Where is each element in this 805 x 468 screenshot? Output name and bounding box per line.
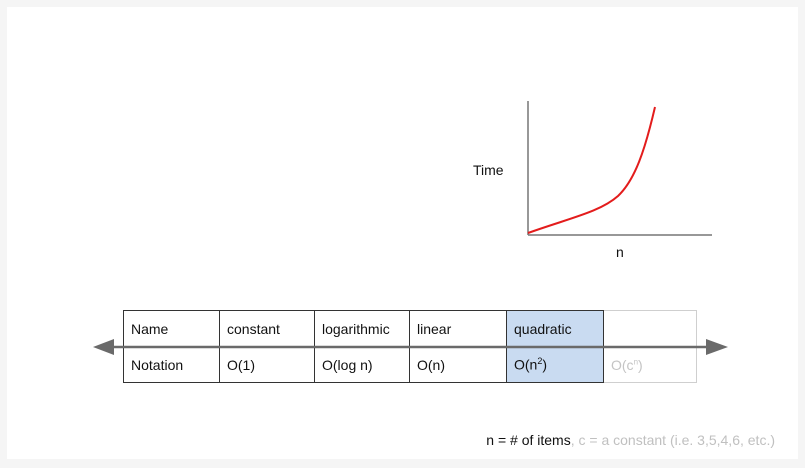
y-axis-label: Time <box>473 162 504 178</box>
x-axis-label: n <box>616 244 624 260</box>
growth-curve <box>527 106 656 234</box>
complexity-table: Name constant logarithmic linear quadrat… <box>123 310 697 383</box>
cell-o-n: O(n) <box>409 346 507 383</box>
cell-linear: linear <box>409 310 507 347</box>
diagram-card <box>7 7 798 459</box>
cell-o-1: O(1) <box>219 346 315 383</box>
o-n-squared-base: O(n <box>514 356 538 373</box>
table-row-notation: Notation O(1) O(log n) O(n) O(n2) O(cn) <box>123 346 697 383</box>
o-c-n-base: O(c <box>611 356 634 373</box>
row-header-name: Name <box>123 310 220 347</box>
row-header-notation: Notation <box>123 346 220 383</box>
cell-o-n-squared: O(n2) <box>506 346 604 383</box>
cell-exponential <box>603 310 697 347</box>
cell-o-log-n: O(log n) <box>314 346 410 383</box>
footnote: n = # of items, c = a constant (i.e. 3,5… <box>486 432 775 448</box>
o-c-n-close: ) <box>638 356 643 373</box>
cell-quadratic: quadratic <box>506 310 604 347</box>
table-row-name: Name constant logarithmic linear quadrat… <box>123 310 697 347</box>
cell-constant: constant <box>219 310 315 347</box>
cell-logarithmic: logarithmic <box>314 310 410 347</box>
o-n-squared-exponent: 2 <box>537 356 543 367</box>
o-n-squared-close: ) <box>542 356 548 373</box>
cell-o-c-n: O(cn) <box>603 346 697 383</box>
o-c-n-exponent: n <box>633 356 639 366</box>
footnote-items: n = # of items <box>486 432 571 448</box>
footnote-constant: , c = a constant (i.e. 3,5,4,6, etc.) <box>570 432 775 448</box>
